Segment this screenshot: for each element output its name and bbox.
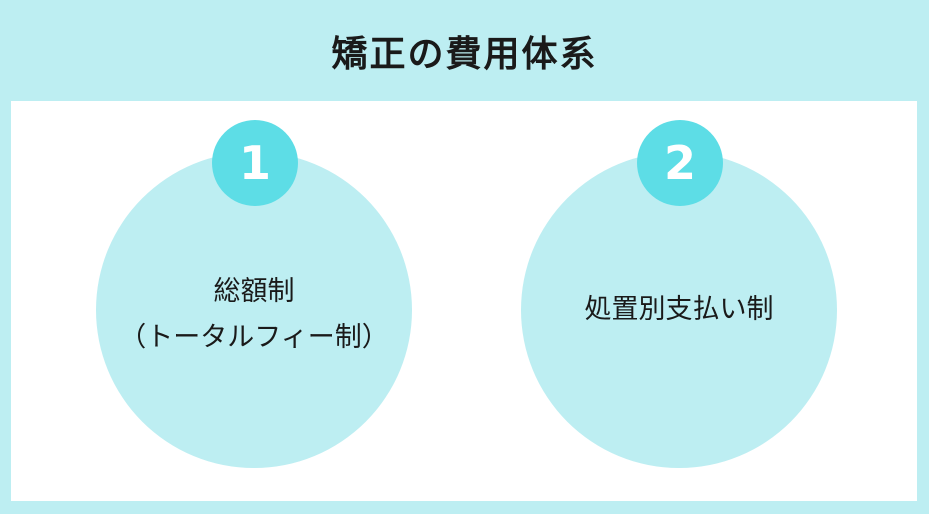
option-label-line: （トータルフィー制）	[119, 322, 389, 353]
option-label-line: 処置別支払い制	[584, 294, 774, 325]
number-badge-1: 1	[212, 120, 298, 206]
option-label: 総額制 （トータルフィー制）	[119, 269, 388, 361]
option-label-line: 総額制	[213, 276, 295, 307]
option-label: 処置別支払い制	[585, 287, 774, 333]
content-panel: 総額制 （トータルフィー制） 1 処置別支払い制 2	[11, 101, 917, 501]
number-badge-2: 2	[637, 120, 723, 206]
diagram-title: 矯正の費用体系	[331, 33, 598, 75]
